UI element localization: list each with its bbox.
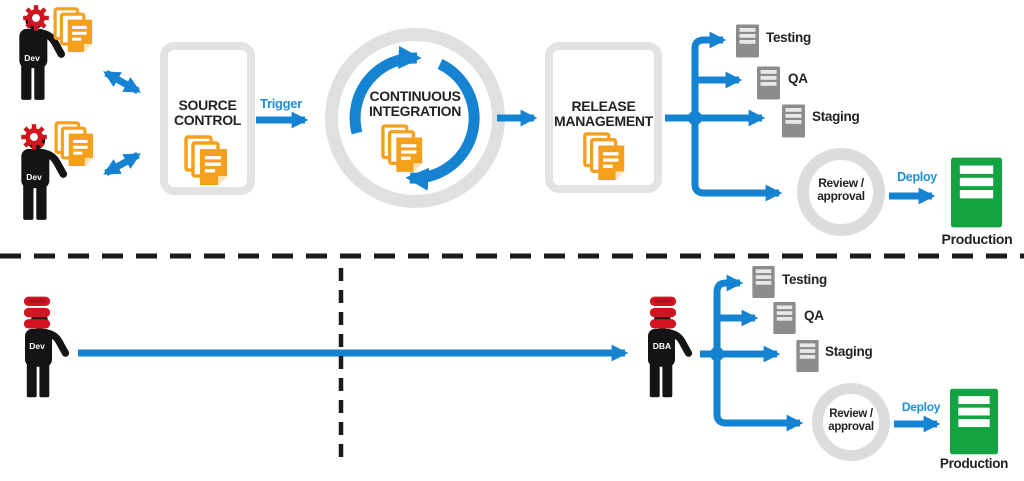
gear-icon [21, 3, 51, 33]
staging-label-top: Staging [812, 109, 860, 124]
sync-arrow-dev2 [103, 151, 141, 177]
staging-label-bottom: Staging [825, 344, 873, 359]
documents-icon [184, 135, 230, 185]
documents-icon [53, 7, 95, 52]
production-label-bottom: Production [939, 456, 1009, 471]
sync-arrow-dev1 [103, 69, 141, 95]
review-approval-ring-bottom [812, 383, 890, 461]
production-server-icon-bottom [950, 388, 998, 455]
arrow-to-review-top [691, 183, 783, 202]
server-icon-qa-top [757, 66, 780, 100]
deploy-label-top: Deploy [897, 170, 937, 184]
server-icon-testing-top [736, 24, 759, 58]
documents-icon [582, 132, 628, 180]
server-icon-testing-bottom [752, 266, 775, 298]
ci-cycle-arrow-top [349, 45, 422, 135]
gear-icon [19, 122, 49, 152]
developer1-label: Dev [24, 53, 40, 63]
review-approval-label-bottom: Review / approval [828, 408, 874, 433]
branch-junction-top [685, 108, 705, 128]
server-icon-staging-bottom [796, 340, 819, 372]
testing-label-top: Testing [766, 30, 811, 45]
database-icon [22, 296, 52, 331]
documents-icon [381, 124, 425, 172]
database-icon [648, 296, 678, 331]
qa-label-top: QA [788, 71, 808, 86]
branch-junction-bottom [707, 344, 727, 364]
arrow-to-testing-top [691, 31, 727, 49]
continuous-integration-label: CONTINUOUS INTEGRATION [368, 88, 462, 120]
server-icon-qa-bottom [773, 302, 796, 334]
ci-cycle-arrow-bottom [405, 59, 480, 191]
server-icon-staging-top [782, 104, 805, 138]
deploy-label-bottom: Deploy [901, 400, 941, 414]
trigger-label: Trigger [260, 96, 302, 111]
dba-label: DBA [652, 341, 672, 351]
arrow-to-testing-bottom [713, 274, 744, 293]
developer2-label: Dev [26, 172, 42, 182]
production-label-top: Production [941, 231, 1013, 247]
qa-label-bottom: QA [804, 308, 824, 323]
arrow-to-review-bottom [713, 413, 804, 432]
testing-label-bottom: Testing [782, 272, 827, 287]
developer-label-bottom: Dev [29, 341, 45, 351]
documents-icon [54, 121, 96, 166]
review-approval-label-top: Review / approval [817, 176, 865, 204]
release-management-label: RELEASE MANAGEMENT [554, 98, 653, 130]
source-control-label: SOURCE CONTROL [173, 97, 242, 129]
production-server-icon-top [951, 157, 1002, 228]
